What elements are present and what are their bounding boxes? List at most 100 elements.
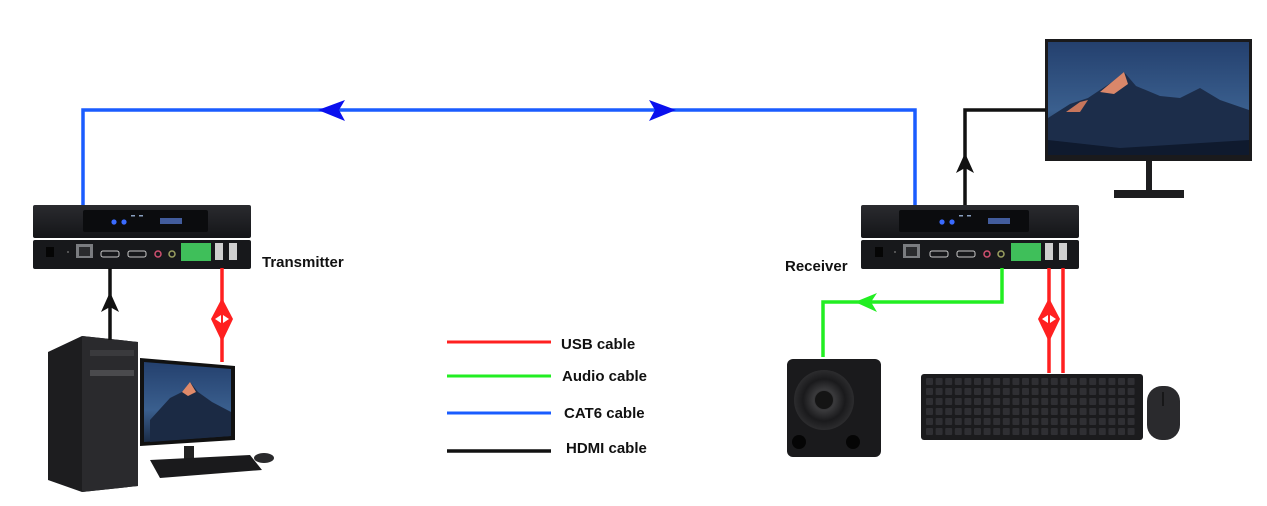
- keyboard-key: [1012, 398, 1020, 405]
- keyboard-key: [954, 378, 962, 385]
- transmitter-label: Transmitter: [262, 254, 344, 271]
- keyboard-key: [945, 428, 953, 435]
- keyboard-key: [935, 408, 943, 415]
- oled-screen: [160, 218, 182, 224]
- front-display-window: [899, 210, 1029, 232]
- keyboard-key: [983, 428, 991, 435]
- keyboard-key: [964, 418, 972, 425]
- keyboard-key: [1031, 398, 1039, 405]
- keyboard-key: [974, 408, 981, 415]
- keyboard-key: [1041, 418, 1049, 425]
- keyboard-key: [1098, 398, 1106, 405]
- keyboard-key: [1022, 398, 1029, 405]
- keyboard-key: [935, 398, 943, 405]
- source-pc: [48, 336, 274, 492]
- usb-port-1: [1045, 243, 1053, 260]
- keyboard-key: [1022, 428, 1029, 435]
- keyboard-key: [964, 398, 972, 405]
- keyboard-key: [1050, 408, 1058, 415]
- keyboard-key: [1041, 408, 1049, 415]
- keyboard-key: [964, 428, 972, 435]
- keyboard-key: [954, 418, 962, 425]
- keyboard-key: [954, 428, 962, 435]
- keyboard-key: [1108, 428, 1116, 435]
- hdmi-cable-display: [956, 108, 1046, 205]
- keyboard-key: [926, 388, 933, 395]
- keyboard-key: [1127, 398, 1135, 405]
- keyboard-key: [1041, 378, 1049, 385]
- audio-in-jack: [983, 250, 991, 258]
- keyboard-key: [1098, 388, 1106, 395]
- keyboard-key: [926, 408, 933, 415]
- keyboard-key: [1012, 408, 1020, 415]
- keyboard-key: [1060, 408, 1068, 415]
- oled-screen: [988, 218, 1010, 224]
- receiver-device: [861, 205, 1079, 269]
- keyboard-key: [1118, 398, 1125, 405]
- keyboard: [921, 374, 1143, 440]
- usb-port-2: [229, 243, 237, 260]
- keyboard-key: [1050, 378, 1058, 385]
- keyboard-key: [1002, 398, 1010, 405]
- keyboard-key: [1079, 418, 1087, 425]
- audio-in-jack: [154, 250, 162, 258]
- keyboard-key: [993, 408, 1001, 415]
- keyboard-key: [974, 388, 981, 395]
- usb-bidirectional-arrow-icon: [211, 298, 233, 342]
- keyboard-key: [993, 418, 1001, 425]
- keyboard-key: [983, 378, 991, 385]
- pc-mouse: [254, 453, 274, 463]
- keyboard-key: [1002, 408, 1010, 415]
- keyboard-key: [974, 378, 981, 385]
- keyboard-key: [1089, 398, 1097, 405]
- keyboard-key: [1002, 418, 1010, 425]
- legend-label-usb: USB cable: [561, 336, 635, 353]
- keyboard-key: [983, 418, 991, 425]
- dc-power-port: [875, 247, 883, 257]
- keyboard-key: [1050, 398, 1058, 405]
- keyboard-keys: [926, 378, 1135, 435]
- keyboard-key: [1118, 418, 1125, 425]
- keyboard-key: [935, 388, 943, 395]
- mouse: [1147, 386, 1180, 440]
- keyboard-key: [993, 398, 1001, 405]
- audio-out-jack: [168, 250, 176, 258]
- legend-label-hdmi: HDMI cable: [566, 440, 647, 457]
- keyboard-key: [1041, 398, 1049, 405]
- power-led-icon: [939, 219, 945, 225]
- keyboard-key: [993, 428, 1001, 435]
- usb-cable-source: [211, 268, 233, 362]
- keyboard-key: [1118, 388, 1125, 395]
- keyboard-key: [1079, 408, 1087, 415]
- keyboard-key: [945, 398, 953, 405]
- legend-label-audio: Audio cable: [562, 368, 647, 385]
- keyboard-key: [1022, 408, 1029, 415]
- keyboard-key: [1050, 418, 1058, 425]
- usb-bidirectional-arrow-icon: [1038, 298, 1060, 342]
- keyboard-key: [1022, 388, 1029, 395]
- power-led-icon: [111, 219, 117, 225]
- keyboard-key: [1012, 388, 1020, 395]
- keyboard-key: [964, 408, 972, 415]
- keyboard-key: [945, 408, 953, 415]
- keyboard-key: [1041, 428, 1049, 435]
- keyboard-key: [1089, 418, 1097, 425]
- keyboard-key: [1098, 418, 1106, 425]
- keyboard-key: [1050, 388, 1058, 395]
- status-led-icon: [949, 219, 955, 225]
- keyboard-key: [1098, 428, 1106, 435]
- keyboard-key: [926, 418, 933, 425]
- keyboard-key: [1050, 428, 1058, 435]
- keyboard-key: [1060, 378, 1068, 385]
- keyboard-key: [1031, 388, 1039, 395]
- keyboard-key: [926, 378, 933, 385]
- hdmi-arrow-up-icon: [956, 153, 974, 173]
- keyboard-key: [1089, 388, 1097, 395]
- keyboard-key: [1108, 378, 1116, 385]
- keyboard-key: [954, 398, 962, 405]
- audio-arrow-left-icon: [855, 293, 877, 312]
- hdmi-arrow-up-icon: [101, 292, 119, 312]
- keyboard-key: [1118, 378, 1125, 385]
- keyboard-key: [993, 378, 1001, 385]
